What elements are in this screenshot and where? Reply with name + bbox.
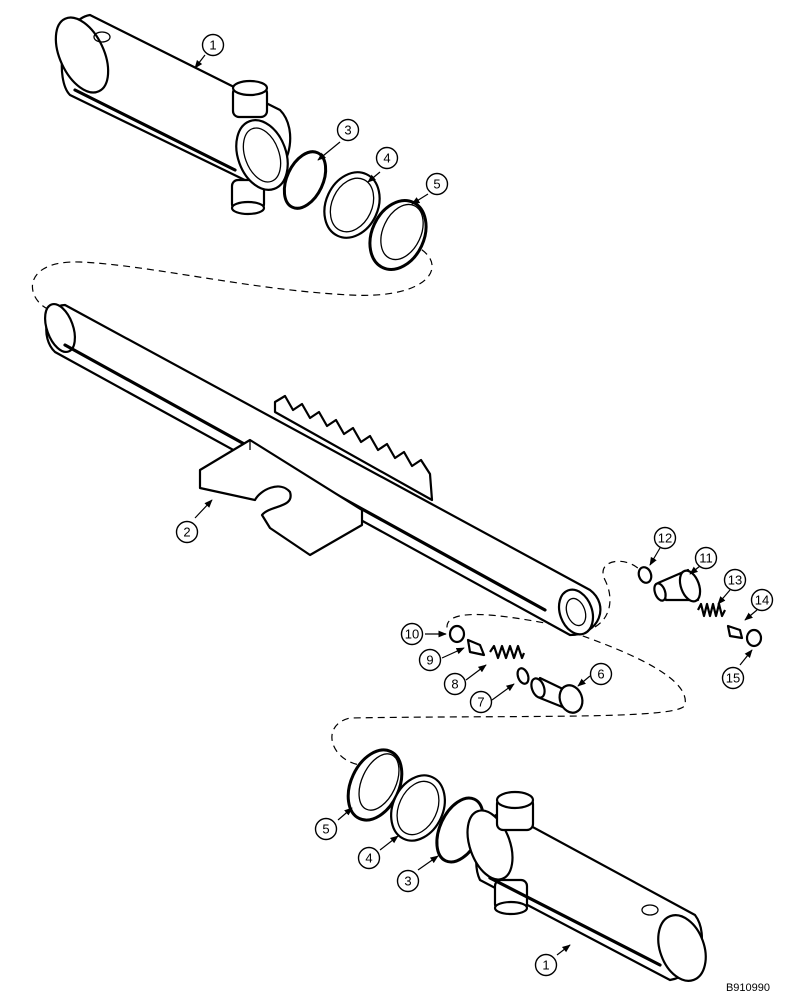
callout-5-bottom: 5 [314,817,338,841]
callout-label: 5 [322,822,329,837]
callout-label: 5 [433,177,440,192]
assembly-path-middle [331,613,686,766]
small-o-ring-12 [637,566,653,584]
seat-15 [745,628,763,648]
callout-label: 2 [183,525,190,540]
callout-3-bottom: 3 [396,869,420,893]
callout-label: 4 [365,851,372,866]
callout-label: 3 [344,123,351,138]
callout-12: 12 [653,526,677,550]
upper-cylinder [54,13,292,216]
callout-9: 9 [418,648,442,672]
rack-piston [43,302,602,637]
plug-screw [530,676,584,714]
callout-5-top: 5 [425,172,449,196]
callout-label: 3 [404,874,411,889]
upper-backup-ring [323,171,381,239]
callout-1-bottom: 1 [534,953,558,977]
callout-label: 1 [209,38,216,53]
callout-label: 1 [542,958,549,973]
callout-3-top: 3 [336,118,360,142]
callout-4-bottom: 4 [357,846,381,870]
callout-label: 15 [726,671,740,686]
poppet-9 [466,638,486,657]
callout-2: 2 [175,520,199,544]
valve-body-11 [653,568,702,603]
lower-cylinder [466,790,707,982]
spring-13 [697,602,726,618]
callout-4-top: 4 [375,146,399,170]
callout-11: 11 [694,546,718,570]
callout-label: 6 [597,667,604,682]
seat-10 [448,624,466,644]
assembly-path-top [31,239,433,311]
callout-label: 11 [699,551,713,566]
lower-backup-ring [390,774,446,842]
callout-7: 7 [469,690,493,714]
callout-1-top: 1 [201,33,225,57]
callout-6: 6 [589,662,613,686]
callout-label: 14 [755,593,769,608]
callout-label: 9 [426,653,433,668]
callout-14: 14 [750,588,774,612]
spring-8 [489,644,526,660]
callout-label: 13 [728,573,742,588]
figure-id: B910990 [725,982,770,994]
callout-10: 10 [400,622,424,646]
poppet-14 [726,624,744,640]
leader-lines [194,54,758,956]
callout-13: 13 [723,568,747,592]
callout-label: 10 [405,627,419,642]
callout-15: 15 [721,666,745,690]
callout-label: 8 [451,677,458,692]
callout-label: 7 [477,695,484,710]
small-o-ring-7 [516,667,530,685]
callout-8: 8 [443,672,467,696]
callout-label: 4 [383,151,390,166]
callout-label: 12 [658,531,672,546]
